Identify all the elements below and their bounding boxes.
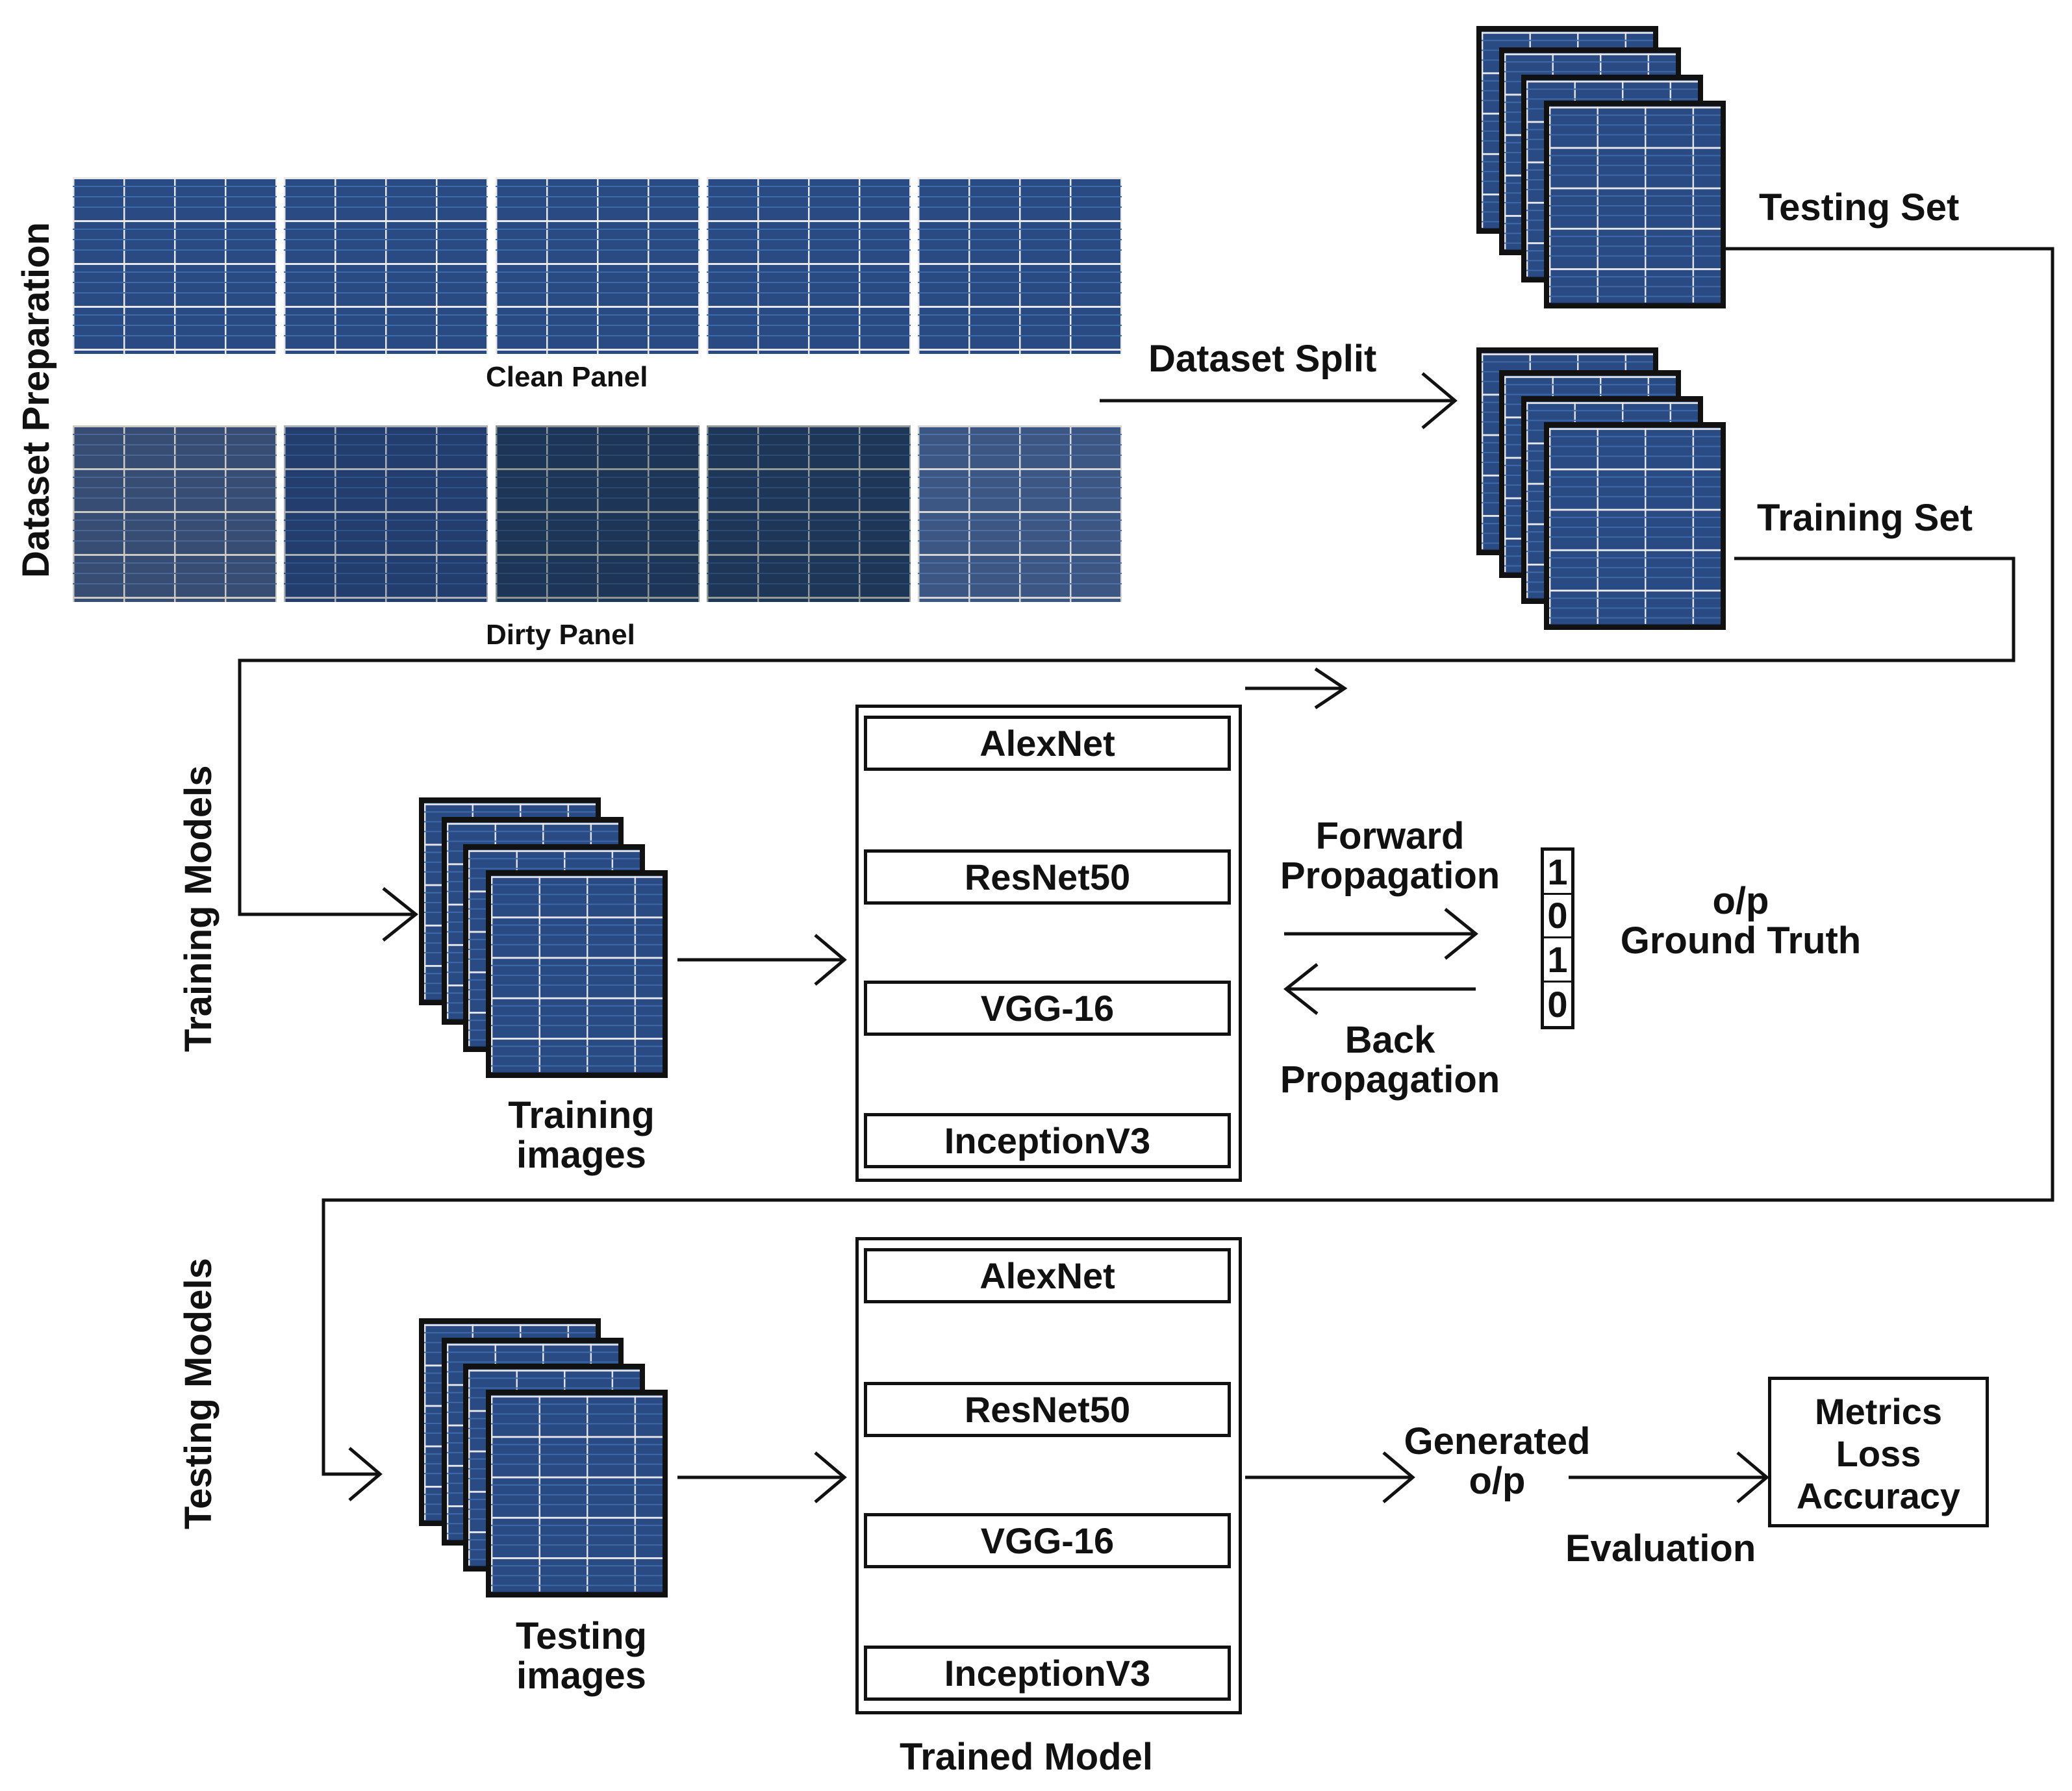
training-model-vgg16: VGG-16 [864,981,1231,1036]
forward-propagation-label: Forward Propagation [1260,815,1520,897]
trained-model-alexnet: AlexNet [864,1248,1231,1303]
dirty-panel-image [496,425,700,602]
section-dataset-preparation: Dataset Preparation [15,222,57,578]
forward-label-line1: Forward [1315,815,1465,857]
panel-card [1544,422,1726,630]
back-label-line2: Propagation [1280,1058,1500,1101]
ground-truth-label: o/p Ground Truth [1591,880,1890,962]
training-model-inceptionv3: InceptionV3 [864,1113,1231,1168]
metrics-line: Metrics [1814,1391,1943,1432]
trained-model-label: Trained Model [900,1736,1153,1778]
section-training-models: Training Models [177,765,220,1053]
dirty-panel-image [918,425,1122,602]
back-label-line1: Back [1345,1019,1435,1061]
training-images-label: Training images [481,1096,682,1175]
training-set-label: Training Set [1757,497,1973,539]
dirty-panel-image [707,425,911,602]
ground-truth-line1: o/p [1712,880,1769,922]
vector-cell: 0 [1544,895,1571,938]
training-images-label-line1: Training [508,1094,655,1136]
dataset-split-label: Dataset Split [1148,338,1377,380]
testing-images-label-line2: images [516,1654,646,1697]
metrics-box: Metrics Loss Accuracy [1768,1377,1989,1527]
dirty-panel-caption: Dirty Panel [486,619,635,651]
training-model-resnet50: ResNet50 [864,849,1231,905]
testing-set-label: Testing Set [1759,186,1960,229]
dirty-panel-image [284,425,488,602]
trained-model-resnet50: ResNet50 [864,1382,1231,1437]
clean-panel-image [284,177,488,354]
ground-truth-vector: 1 0 1 0 [1541,847,1574,1029]
accuracy-line: Accuracy [1796,1475,1961,1516]
clean-panel-caption: Clean Panel [486,361,648,393]
ground-truth-line2: Ground Truth [1620,919,1862,962]
vector-cell: 1 [1544,851,1571,895]
panel-card [1544,101,1726,308]
trained-model-vgg16: VGG-16 [864,1513,1231,1568]
evaluation-label: Evaluation [1565,1527,1756,1570]
generated-line1: Generated [1404,1420,1591,1462]
testing-images-label: Testing images [481,1615,682,1697]
clean-panel-image [707,177,911,354]
clean-panel-image [918,177,1122,354]
dirty-panel-image [73,425,277,602]
vector-cell: 1 [1544,938,1571,983]
section-testing-models: Testing Models [177,1258,220,1529]
clean-panel-image [73,177,277,354]
panel-card [486,1390,668,1597]
panel-card [486,870,668,1078]
training-images-label-line2: images [516,1133,646,1176]
back-propagation-label: Back Propagation [1260,1019,1520,1101]
clean-panel-image [496,177,700,354]
trained-model-inceptionv3: InceptionV3 [864,1646,1231,1701]
generated-output-label: Generated o/p [1396,1422,1598,1501]
loss-line: Loss [1836,1433,1921,1474]
vector-cell: 0 [1547,983,1568,1025]
training-model-alexnet: AlexNet [864,716,1231,771]
trained-model-frame [855,1237,1242,1714]
testing-images-label-line1: Testing [516,1615,647,1657]
forward-label-line2: Propagation [1280,854,1500,897]
generated-line2: o/p [1469,1459,1526,1502]
training-model-frame [855,705,1242,1182]
